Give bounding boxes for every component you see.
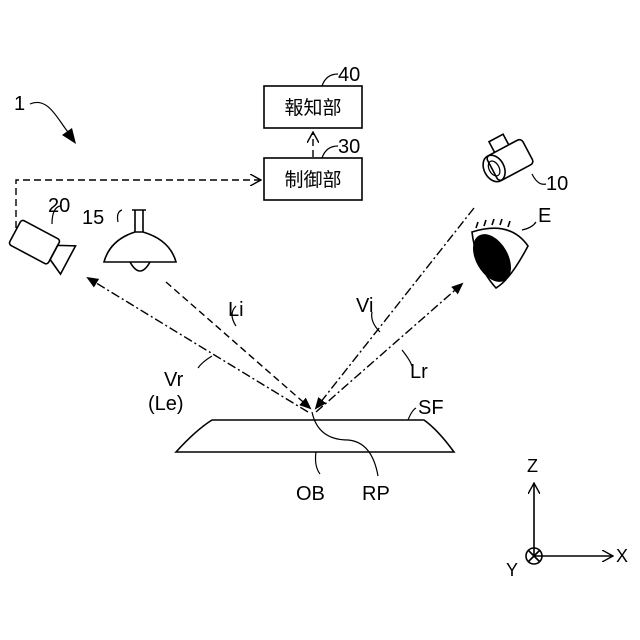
incident-view-label: Vi (356, 295, 373, 317)
control-ref-leader (322, 146, 338, 158)
system-number: 1 (14, 93, 25, 115)
object-label: OB (296, 483, 325, 505)
eye-camera-ref-leader (532, 174, 546, 184)
reflected-light-ray (316, 284, 462, 412)
eye-e: E (465, 205, 551, 289)
system-reference: 1 (14, 93, 76, 144)
reflected-view-ray (88, 278, 308, 412)
reflected-view-alt-label: (Le) (148, 393, 184, 415)
eye-camera-ref-number: 10 (546, 173, 568, 195)
y-axis-label: Y (506, 560, 518, 580)
eye-camera-lens-icon (479, 151, 510, 185)
notification-unit-label: 報知部 (284, 97, 341, 119)
object-body (176, 420, 454, 452)
x-axis-label: X (616, 546, 628, 566)
ray-labels: Li Vi Vr (Le) Lr (148, 295, 428, 415)
eye-camera-10: 10 (473, 128, 568, 195)
reference-point-label: RP (362, 483, 390, 505)
incident-light-label: Li (228, 299, 244, 321)
reference-point-leader (312, 412, 378, 476)
control-ref-number: 30 (338, 136, 360, 158)
surface-label: SF (418, 397, 444, 419)
camera-ref-number: 20 (48, 195, 70, 217)
eyelash-icon (476, 219, 510, 228)
object-labels: SF OB RP (296, 397, 444, 505)
camera-20: 20 (8, 195, 76, 274)
reflected-view-label: Vr (164, 369, 184, 391)
eye-label: E (538, 205, 551, 227)
system-leader-arrowhead (62, 128, 76, 144)
object-ob (176, 420, 454, 452)
lamp-15: 15 (82, 207, 176, 271)
notification-ref-leader (322, 74, 338, 86)
object-leader (316, 452, 321, 474)
notification-ref-number: 40 (338, 64, 360, 86)
reflected-light-label: Lr (410, 361, 428, 383)
incident-view-ray (316, 208, 474, 408)
lamp-ref-leader (118, 210, 123, 222)
coordinate-axes: Z X Y (506, 456, 628, 580)
camera-lens-icon (46, 238, 75, 274)
surface-leader (408, 408, 416, 420)
control-unit-label: 制御部 (284, 169, 341, 191)
system-leader-line (30, 102, 68, 132)
lamp-stem-icon (132, 210, 146, 232)
lamp-ref-number: 15 (82, 207, 104, 229)
lamp-bulb-icon (130, 262, 150, 271)
lamp-shade-icon (104, 232, 176, 262)
reflected-view-leader (198, 356, 212, 368)
notification-unit: 報知部 40 (264, 64, 362, 128)
z-axis-label: Z (527, 456, 538, 476)
eye-ref-leader (522, 222, 536, 230)
